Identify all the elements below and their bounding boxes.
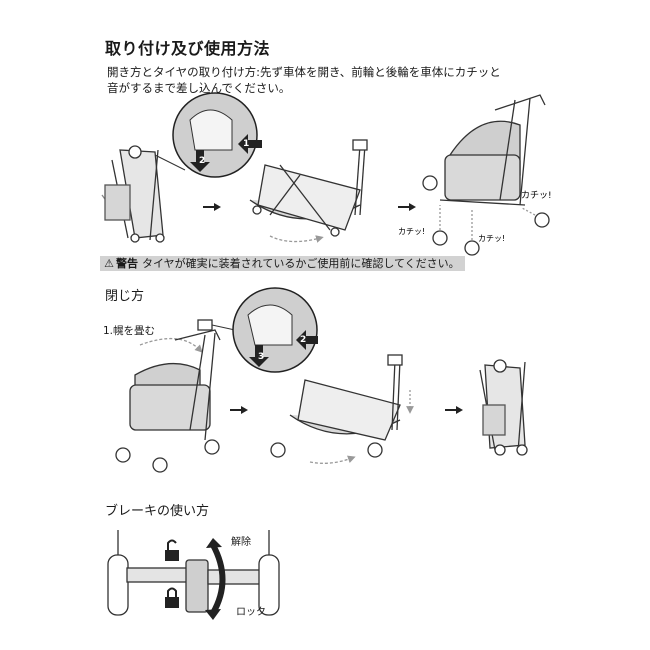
step-badge-2-label: 2 xyxy=(199,156,205,166)
warning-text: タイヤが確実に装着されているかご使用前に確認してください。 xyxy=(142,257,460,270)
arrow-right-icon xyxy=(230,406,248,414)
step-badge-2: 2 xyxy=(199,156,205,166)
warning-banner: ⚠警告タイヤが確実に装着されているかご使用前に確認してください。 xyxy=(100,256,465,271)
arrow-right-icon xyxy=(203,203,221,211)
zoom-detail-2 xyxy=(211,287,318,373)
instruction-line-2: 音がするまで差し込んでください。 xyxy=(107,81,291,95)
warning-label: 警告 xyxy=(116,257,138,270)
step-badge-1-label: 1 xyxy=(243,139,249,149)
zoom-detail-1 xyxy=(154,92,262,178)
brake-lock-label: ロック xyxy=(236,607,266,618)
padlock-closed-icon xyxy=(165,587,179,608)
section-title-brake: ブレーキの使い方 xyxy=(105,504,210,519)
step-badge-close-3: 3 xyxy=(258,352,264,362)
collapsing-stroller-illustration xyxy=(270,354,414,464)
arrow-right-icon xyxy=(445,406,463,414)
padlock-open-icon xyxy=(165,539,179,561)
curved-double-arrow-icon xyxy=(205,538,226,620)
folded-stroller-illustration xyxy=(101,145,165,243)
warning-triangle-icon: ⚠ xyxy=(104,257,114,270)
opening-stroller-illustration xyxy=(249,139,368,243)
step-badge-1: 1 xyxy=(243,139,249,149)
click-label-2: カチッ! xyxy=(398,227,425,236)
folded-stroller-final-illustration xyxy=(479,359,528,456)
instruction-text: 開き方とタイヤの取り付け方:先ず車体を開き、前輪と後輪を車体にカチッと 音がする… xyxy=(107,64,547,96)
instruction-line-1: 開き方とタイヤの取り付け方:先ず車体を開き、前輪と後輪を車体にカチッと xyxy=(107,65,501,79)
click-label-3: カチッ! xyxy=(478,234,505,243)
step1-stroller-illustration xyxy=(115,319,221,473)
arrow-right-icon xyxy=(398,203,416,211)
section-title-attach: 取り付け及び使用方法 xyxy=(105,39,271,58)
section-title-close: 閉じ方 xyxy=(105,289,145,304)
step-badge-close-2: 2 xyxy=(300,335,306,345)
click-label-1: カチッ! xyxy=(521,190,552,201)
close-step1-caption: 1.幌を畳む xyxy=(103,325,156,337)
brake-release-label: 解除 xyxy=(231,537,251,548)
assembled-stroller-illustration xyxy=(422,94,550,256)
